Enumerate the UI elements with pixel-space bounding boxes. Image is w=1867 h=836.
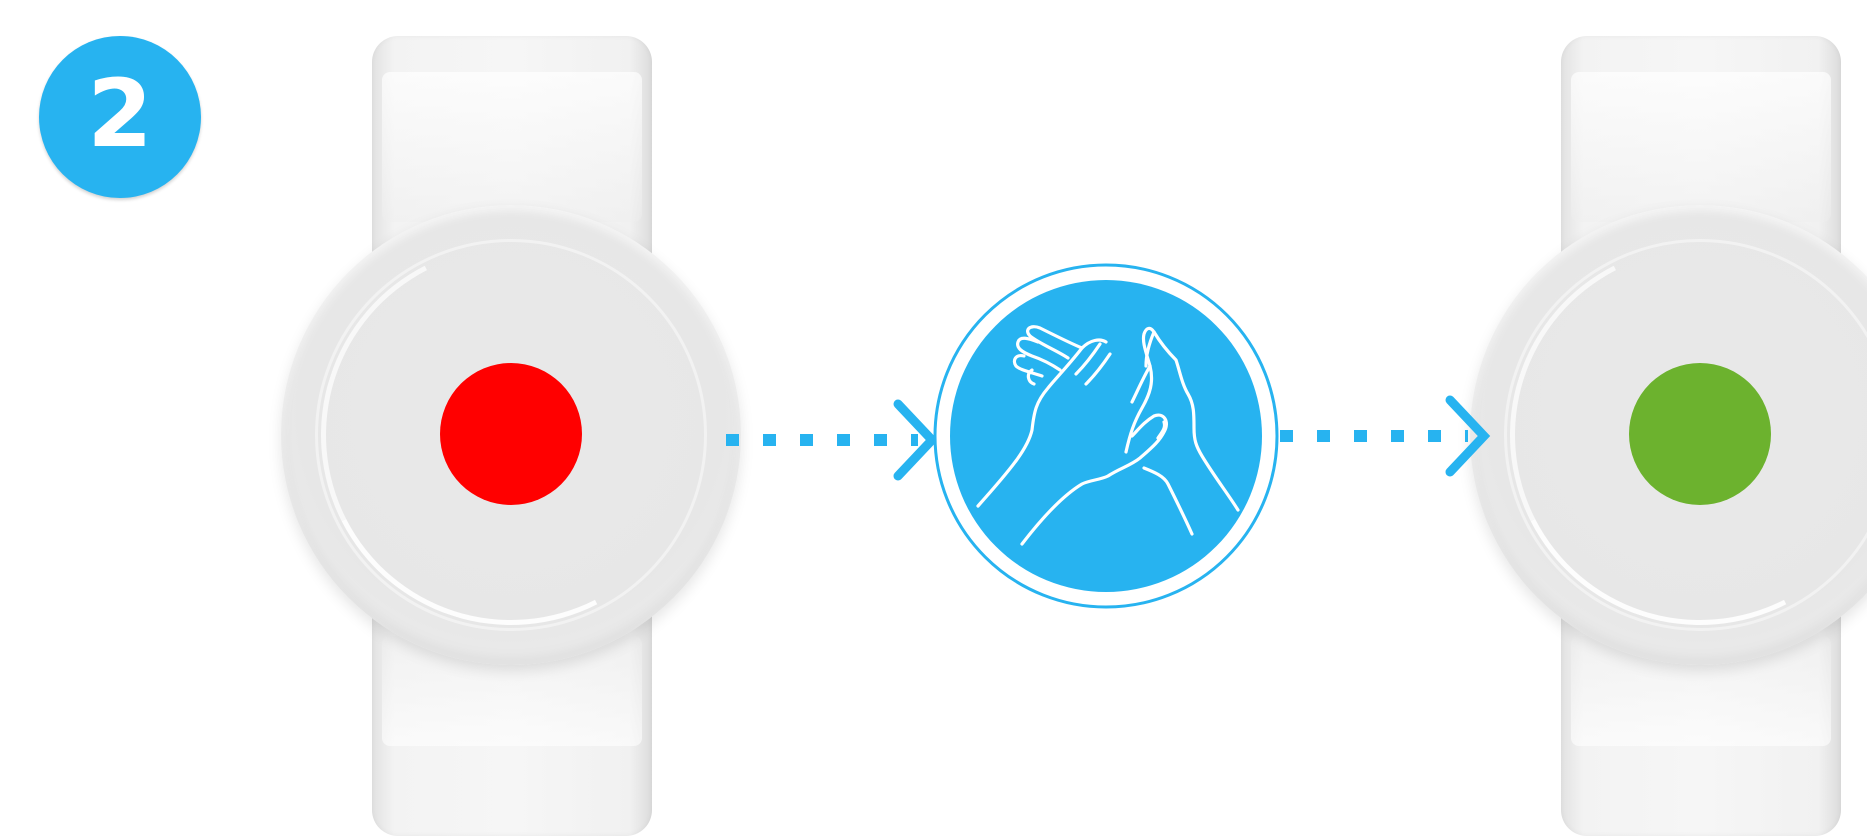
handwashing-icon bbox=[932, 262, 1280, 610]
dotted-arrow-right-icon bbox=[1280, 400, 1484, 472]
dotted-arrow-right-icon bbox=[726, 404, 932, 476]
